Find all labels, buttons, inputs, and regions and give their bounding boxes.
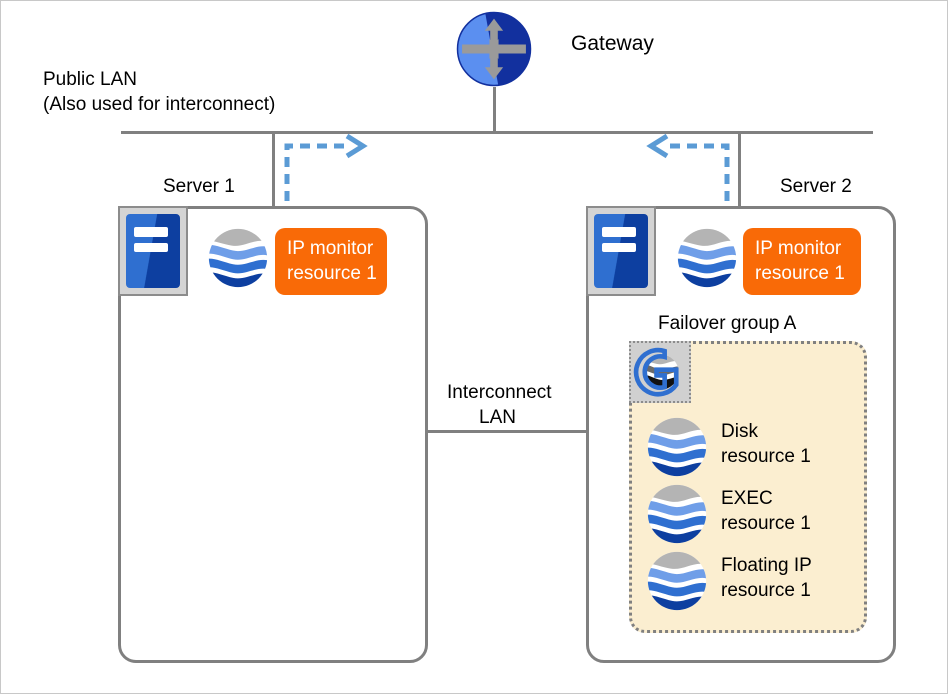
failover-group-label: Failover group A [658, 313, 797, 334]
failover-item-1-label-line2: resource 1 [721, 513, 811, 534]
server1-label: Server 1 [163, 176, 235, 197]
gateway-drop-line [493, 87, 496, 133]
server2-ip-monitor-globe-icon [676, 227, 738, 289]
failover-group-globe-icon [629, 341, 691, 403]
server2-machine-icon [586, 206, 656, 296]
failover-item-0-label-line2: resource 1 [721, 446, 811, 467]
failover-item-2-label-line1: Floating IP [721, 555, 812, 576]
server1-machine-icon [118, 206, 188, 296]
failover-item-0-globe-icon [646, 416, 708, 478]
server1-drop-line [272, 131, 275, 206]
server1-ip-monitor-line1: IP monitor [287, 238, 374, 259]
server2-public-arrow-icon [646, 133, 730, 201]
server2-ip-monitor-line2: resource 1 [755, 263, 845, 284]
public-lan-bus [121, 131, 873, 134]
interconnect-lan-label-line1: Interconnect [447, 382, 552, 403]
interconnect-lan-link [425, 430, 589, 433]
server1-ip-monitor-resource[interactable]: IP monitor resource 1 [275, 228, 387, 295]
failover-item-2-label-line2: resource 1 [721, 580, 811, 601]
failover-item-1-globe-icon [646, 483, 708, 545]
server2-ip-monitor-line1: IP monitor [755, 238, 842, 259]
failover-item-1-label-line1: EXEC [721, 488, 773, 509]
server2-ip-monitor-resource[interactable]: IP monitor resource 1 [743, 228, 861, 295]
server1-ip-monitor-globe-icon [207, 227, 269, 289]
failover-item-0-label-line1: Disk [721, 421, 758, 442]
server2-label: Server 2 [780, 176, 852, 197]
server1-ip-monitor-line2: resource 1 [287, 263, 377, 284]
gateway-icon [456, 11, 532, 87]
server1-public-arrow-icon [284, 133, 368, 201]
gateway-label: Gateway [571, 32, 654, 55]
failover-item-2-globe-icon [646, 550, 708, 612]
public-lan-label-line1: Public LAN [43, 69, 137, 90]
interconnect-lan-label-line2: LAN [479, 407, 516, 428]
server2-drop-line [738, 131, 741, 206]
public-lan-label-line2: (Also used for interconnect) [43, 94, 276, 115]
